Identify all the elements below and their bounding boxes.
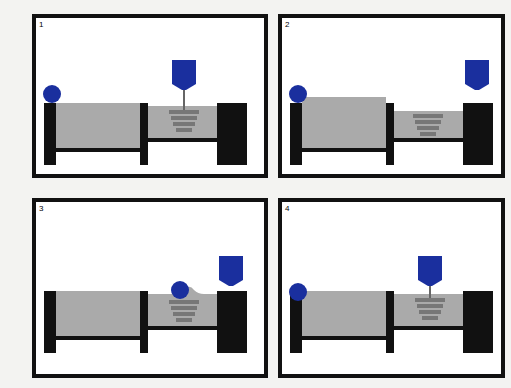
panel bbox=[34, 200, 266, 376]
callout-number: 2 bbox=[284, 20, 290, 29]
callout-number: 3 bbox=[38, 204, 44, 213]
panel bbox=[280, 16, 503, 176]
callout-number: 4 bbox=[284, 204, 290, 213]
panel bbox=[34, 16, 266, 176]
panel bbox=[280, 200, 503, 376]
callout-number: 1 bbox=[38, 20, 44, 29]
